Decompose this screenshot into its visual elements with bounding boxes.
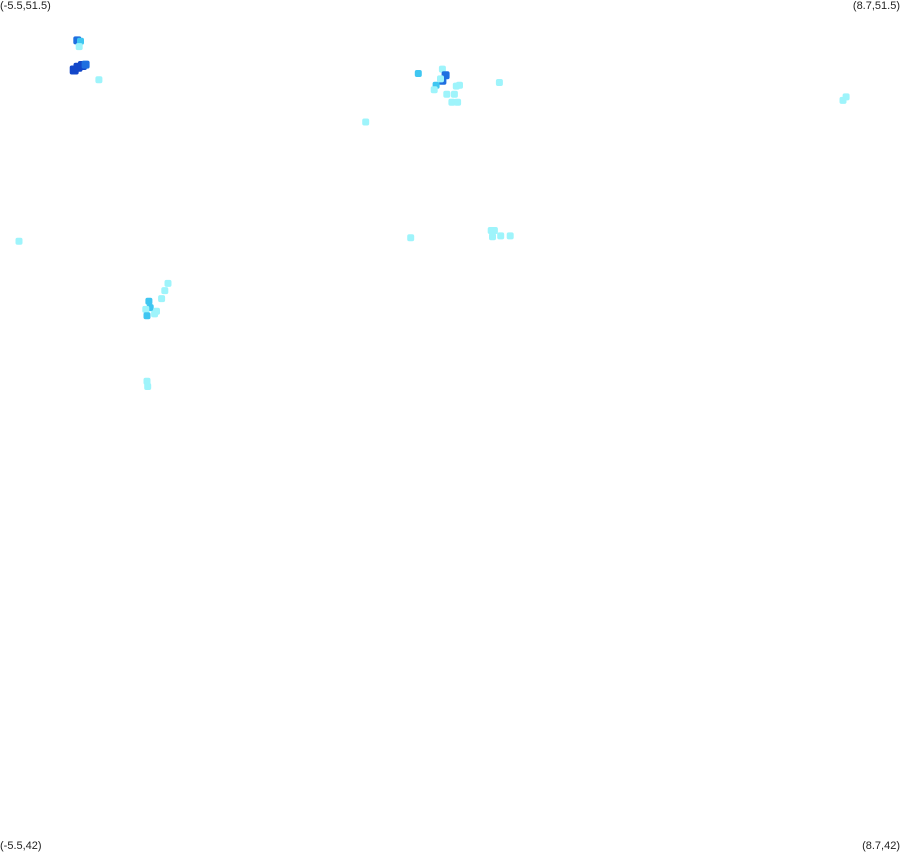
heat-point (407, 234, 415, 242)
heat-point (77, 37, 84, 45)
heat-point (490, 227, 498, 234)
heat-point (450, 90, 458, 98)
heat-point (842, 93, 850, 101)
corner-label-bottom-right: (8.7,42) (862, 840, 900, 852)
heat-point (151, 310, 159, 318)
heat-point (430, 86, 438, 94)
heat-point (161, 287, 169, 295)
corner-label-top-right: (8.7,51.5) (852, 0, 900, 12)
heat-point (164, 279, 172, 287)
heat-point (95, 76, 103, 84)
heat-point (81, 60, 90, 69)
heat-point (454, 98, 462, 106)
heat-point (443, 90, 451, 98)
heat-point (495, 79, 503, 86)
heat-point (437, 75, 444, 83)
heat-point (414, 70, 422, 77)
heat-point (456, 81, 463, 89)
heat-point (497, 232, 505, 240)
heat-point (448, 98, 456, 106)
corner-label-top-left: (-5.5,51.5) (0, 0, 51, 12)
heat-point (489, 233, 496, 241)
heat-point (506, 232, 514, 240)
heat-point (15, 237, 23, 245)
heat-point (438, 65, 446, 73)
heat-point (75, 43, 83, 51)
heat-point (158, 295, 166, 303)
corner-label-bottom-left: (-5.5,42) (0, 840, 42, 852)
heat-points-layer (15, 36, 850, 390)
heat-point (362, 118, 370, 126)
heat-point (144, 383, 152, 390)
heat-point (143, 312, 151, 320)
heat-point (142, 305, 150, 313)
heat-point (145, 297, 153, 305)
heat-point (143, 377, 151, 385)
